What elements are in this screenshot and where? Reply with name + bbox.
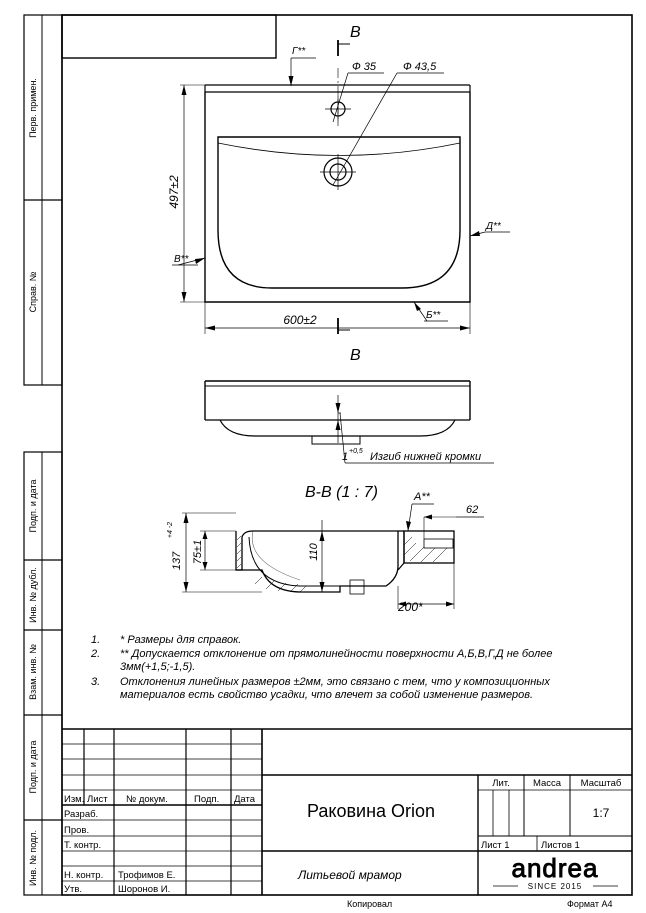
height-dim-label: 497±2 [167,175,181,209]
note-3-line-2: материалов есть свойство усадки, что вле… [120,689,533,701]
note-3-num: 3. [91,676,100,688]
side-label-podp-data-1: Подп. и дата [28,479,38,532]
dim-62-label: 62 [466,504,478,516]
sheet-frame [23,14,633,896]
side-view-labels: 1 +0,5 Изгиб нижней кромки [342,448,481,463]
title-block [62,728,632,895]
utv-name: Шоронов И. [118,884,170,895]
side-labels: Перв. примен. Справ. № Подп. и дата Инв.… [28,78,38,886]
top-view-arrows [181,76,480,331]
dim-75-label: 75±1 [192,540,204,564]
row-utv: Утв. [64,884,82,895]
dim-200-label: 200* [397,600,423,614]
logo-wordmark: andrea [512,853,599,883]
side-view [204,380,494,464]
dia-small-label: Ф 35 [352,61,377,73]
section-letter-top: B [350,24,361,41]
note-1-num: 1. [91,634,100,646]
bend-value: 1 [342,451,348,463]
surface-v-label: В** [174,254,190,265]
dim-137-tol-label: +4 -2 [167,522,174,538]
product-name: Раковина Orion [307,801,435,821]
footer-kopiroval: Копировал [347,899,392,909]
list-number: Лист 1 [481,840,510,851]
surface-d-label: Д** [485,221,502,232]
col-podp: Подп. [194,794,219,805]
side-view-arrows [335,403,341,430]
dia-large-label: Ф 43,5 [403,61,437,73]
width-dim-label: 600±2 [283,313,317,327]
bend-label: Изгиб нижней кромки [370,451,481,463]
top-view [172,40,510,334]
side-label-inv-podl: Инв. № подл. [28,830,38,886]
col-data: Дата [234,794,256,805]
footer-format: Формат А4 [567,899,612,909]
section-letter-bottom: B [350,347,361,364]
row-tkontr: Т. контр. [64,840,101,851]
massa-header: Масса [533,778,562,789]
nkontr-name: Трофимов Е. [118,870,175,881]
logo-since: SINCE 2015 [528,882,582,891]
masshtab-header: Масштаб [581,778,622,789]
surface-b-label: Б** [426,310,441,321]
bend-tolerance: +0,5 [349,448,363,455]
note-1-line-1: * Размеры для справок. [120,634,241,646]
title-block-text: Изм. Лист № докум. Подп. Дата Разраб. Пр… [64,778,622,895]
note-2-num: 2. [90,648,100,660]
side-label-inv-dubl: Инв. № дубл. [28,567,38,623]
row-razrab: Разраб. [64,809,98,820]
col-list: Лист [87,794,108,805]
listov-count: Листов 1 [541,840,580,851]
material: Литьевой мрамор [297,868,402,882]
row-nkontr: Н. контр. [64,870,103,881]
andrea-logo: andrea SINCE 2015 [493,853,618,891]
footer: Копировал Формат А4 [347,899,612,909]
note-2-line-2: 3мм(+1,5;-1,5). [120,661,195,673]
surface-a-label: А** [413,491,431,503]
surface-g-label: Г** [292,46,306,57]
dim-137-label: 137 [171,551,183,570]
col-dokum: № докум. [126,794,168,805]
top-view-labels: B B Г** Ф 35 Ф 43,5 Д** В** Б** 497±2 60… [167,24,502,364]
col-izm: Изм. [64,794,84,805]
notes: 1. * Размеры для справок. 2. ** Допускае… [90,634,552,701]
note-2-line-1: ** Допускается отклонение от прямолинейн… [120,648,552,660]
section-view-labels: B-B (1 : 7) А** 62 137 +4 -2 75±1 110 20… [167,484,478,614]
scale-value: 1:7 [593,806,610,820]
lit-header: Лит. [492,778,509,789]
side-label-vzam-inv: Взам. инв. № [28,644,38,700]
section-title: B-B (1 : 7) [305,484,378,501]
side-label-podp-data-2: Подп. и дата [28,740,38,793]
section-view [182,503,484,609]
side-label-sprav-no: Справ. № [28,271,38,312]
side-label-perv-primen: Перв. примен. [28,78,38,138]
section-view-arrows [183,513,454,607]
dim-110-label: 110 [308,542,320,560]
row-prov: Пров. [64,825,89,836]
note-3-line-1: Отклонения линейных размеров ±2мм, это с… [120,676,550,688]
